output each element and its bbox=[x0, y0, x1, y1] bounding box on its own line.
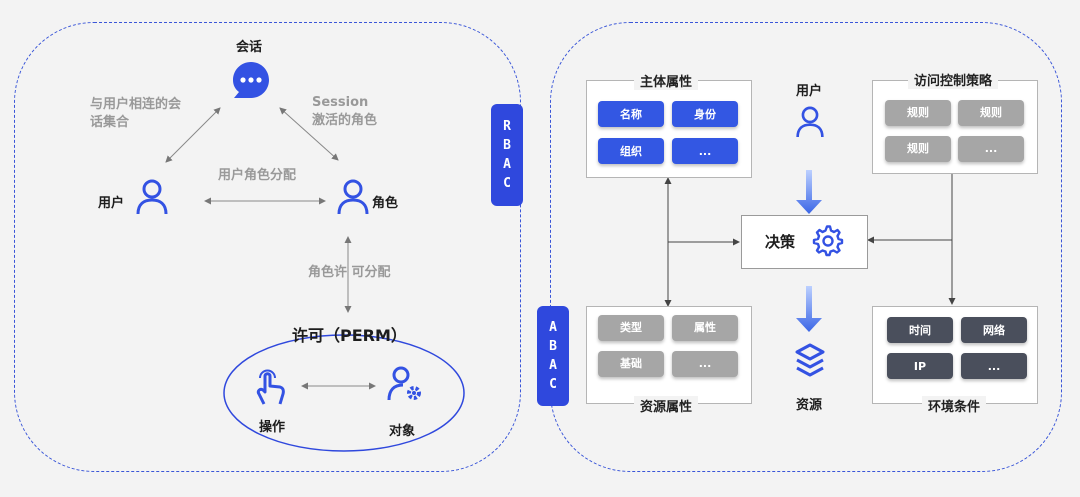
chip-org: 组织 bbox=[598, 138, 664, 164]
resource-label: 资源 bbox=[796, 398, 823, 413]
chip-name: 名称 bbox=[598, 101, 664, 127]
session-role-note: Session 激活的角色 bbox=[312, 94, 377, 130]
note-line: 与用户相连的会 bbox=[90, 97, 182, 112]
rbac-tag-letter: C bbox=[503, 176, 511, 191]
chip-rule: 规则 bbox=[958, 100, 1024, 126]
chip-more: ... bbox=[958, 136, 1024, 162]
abac-tag-letter: A bbox=[549, 358, 557, 373]
abac-panel bbox=[550, 22, 1062, 472]
decision-label: 决策 bbox=[765, 233, 796, 251]
abac-tag: A B A C bbox=[537, 306, 569, 406]
role-label: 角色 bbox=[372, 196, 399, 211]
chip-type: 类型 bbox=[598, 315, 664, 341]
note-line: 激活的角色 bbox=[312, 113, 378, 128]
user-icon bbox=[135, 178, 169, 220]
rbac-tag: R B A C bbox=[491, 104, 523, 206]
chip-identity: 身份 bbox=[672, 101, 738, 127]
chip-time: 时间 bbox=[887, 317, 953, 343]
object-label: 对象 bbox=[389, 424, 416, 439]
rbac-tag-letter: R bbox=[503, 119, 511, 134]
chip-rule: 规则 bbox=[885, 136, 951, 162]
operation-label: 操作 bbox=[259, 420, 286, 435]
chip-ip: IP bbox=[887, 353, 953, 379]
session-user-note: 与用户相连的会 话集合 bbox=[90, 96, 181, 132]
rbac-tag-letter: B bbox=[503, 138, 511, 153]
abac-tag-letter: C bbox=[549, 377, 557, 392]
gear-icon bbox=[812, 225, 844, 261]
abac-user-label: 用户 bbox=[796, 84, 823, 99]
role-perm-assign: 角色许 可分配 bbox=[308, 265, 391, 280]
role-icon bbox=[336, 178, 370, 220]
perm-label: 许可（PERM） bbox=[292, 326, 407, 345]
note-line: 话集合 bbox=[90, 115, 130, 130]
resource-attr-title: 资源属性 bbox=[634, 396, 699, 415]
object-icon bbox=[386, 364, 426, 408]
env-title: 环境条件 bbox=[922, 396, 987, 415]
decision-box bbox=[741, 215, 868, 269]
session-label: 会话 bbox=[236, 40, 263, 55]
chip-more: ... bbox=[961, 353, 1027, 379]
chip-base: 基础 bbox=[598, 351, 664, 377]
abac-tag-letter: A bbox=[549, 320, 557, 335]
rbac-tag-letter: A bbox=[503, 157, 511, 172]
note-line: Session bbox=[312, 95, 369, 110]
chat-icon bbox=[231, 60, 271, 104]
chip-attr: 属性 bbox=[672, 315, 738, 341]
user-label: 用户 bbox=[98, 196, 125, 211]
abac-user-icon bbox=[795, 104, 825, 144]
layers-icon bbox=[794, 342, 826, 386]
chip-rule: 规则 bbox=[885, 100, 951, 126]
policy-title: 访问控制策略 bbox=[908, 70, 999, 89]
user-role-assign: 用户角色分配 bbox=[218, 168, 297, 183]
subject-attr-title: 主体属性 bbox=[634, 71, 699, 90]
chip-network: 网络 bbox=[961, 317, 1027, 343]
operation-icon bbox=[252, 366, 288, 410]
chip-more: ... bbox=[672, 138, 738, 164]
abac-tag-letter: B bbox=[549, 339, 557, 354]
rbac-panel bbox=[14, 22, 521, 472]
chip-more: ... bbox=[672, 351, 738, 377]
